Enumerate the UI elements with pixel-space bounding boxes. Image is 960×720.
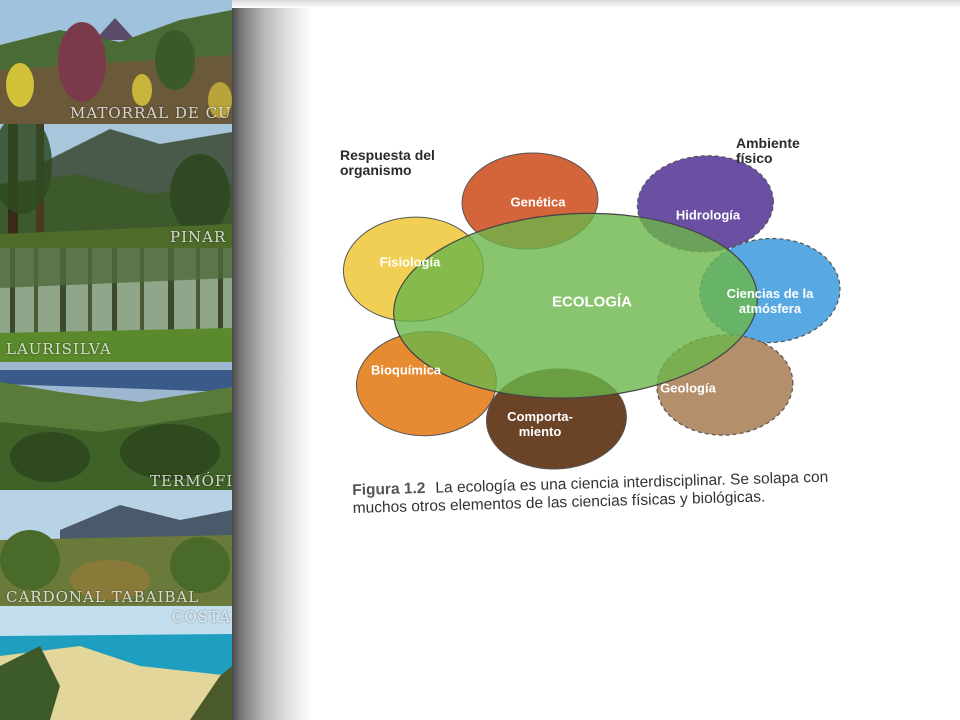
label-hidrologia: Hidrología (675, 207, 741, 223)
label-respuesta-organismo: Respuesta del organismo (340, 148, 435, 178)
label-geologia: Geología (660, 380, 716, 396)
label-ambiente-fisico-text: Ambiente físico (736, 135, 800, 166)
photo-pinar: PINAR (0, 124, 232, 248)
photo-cardonal-tabaibal: CARDONAL TABAIBAL (0, 490, 232, 606)
label-atmosfera: Ciencias de la atmósfera (726, 286, 814, 316)
ecology-diagram: Respuesta del organismo Ambiente físico … (330, 120, 850, 480)
page-top-shadow (232, 0, 960, 8)
panel-label-6: COSTA (172, 608, 232, 626)
circle-ecologia (393, 212, 758, 399)
panel-label-3: LAURISILVA (6, 340, 112, 358)
label-ambiente-fisico: Ambiente físico (736, 136, 800, 166)
label-comportamiento: Comporta- miento (507, 409, 573, 439)
label-bioquimica: Bioquímica (370, 362, 442, 378)
label-ecologia: ECOLOGÍA (551, 293, 633, 311)
photo-costa: COSTA (0, 606, 232, 720)
landscape-photo-strip: MATORRAL DE CUMBRE PINAR (0, 0, 232, 720)
label-genetica: Genética (510, 194, 566, 210)
caption-figure-number: Figura 1.2 (352, 479, 426, 499)
panel-label-1: MATORRAL DE CUMBRE (70, 104, 232, 122)
label-fisiologia: Fisiología (379, 254, 441, 270)
photo-termofilo: TERMÓFILO (0, 362, 232, 490)
panel-label-4: TERMÓFILO (150, 472, 232, 490)
label-respuesta-organismo-text: Respuesta del organismo (340, 147, 435, 178)
photo-matorral-de-cumbre: MATORRAL DE CUMBRE (0, 0, 232, 124)
photo-laurisilva: LAURISILVA (0, 248, 232, 362)
panel-label-5: CARDONAL TABAIBAL (6, 588, 200, 606)
panel-label-2: PINAR (170, 228, 227, 246)
page-shadow-gutter (232, 0, 312, 720)
